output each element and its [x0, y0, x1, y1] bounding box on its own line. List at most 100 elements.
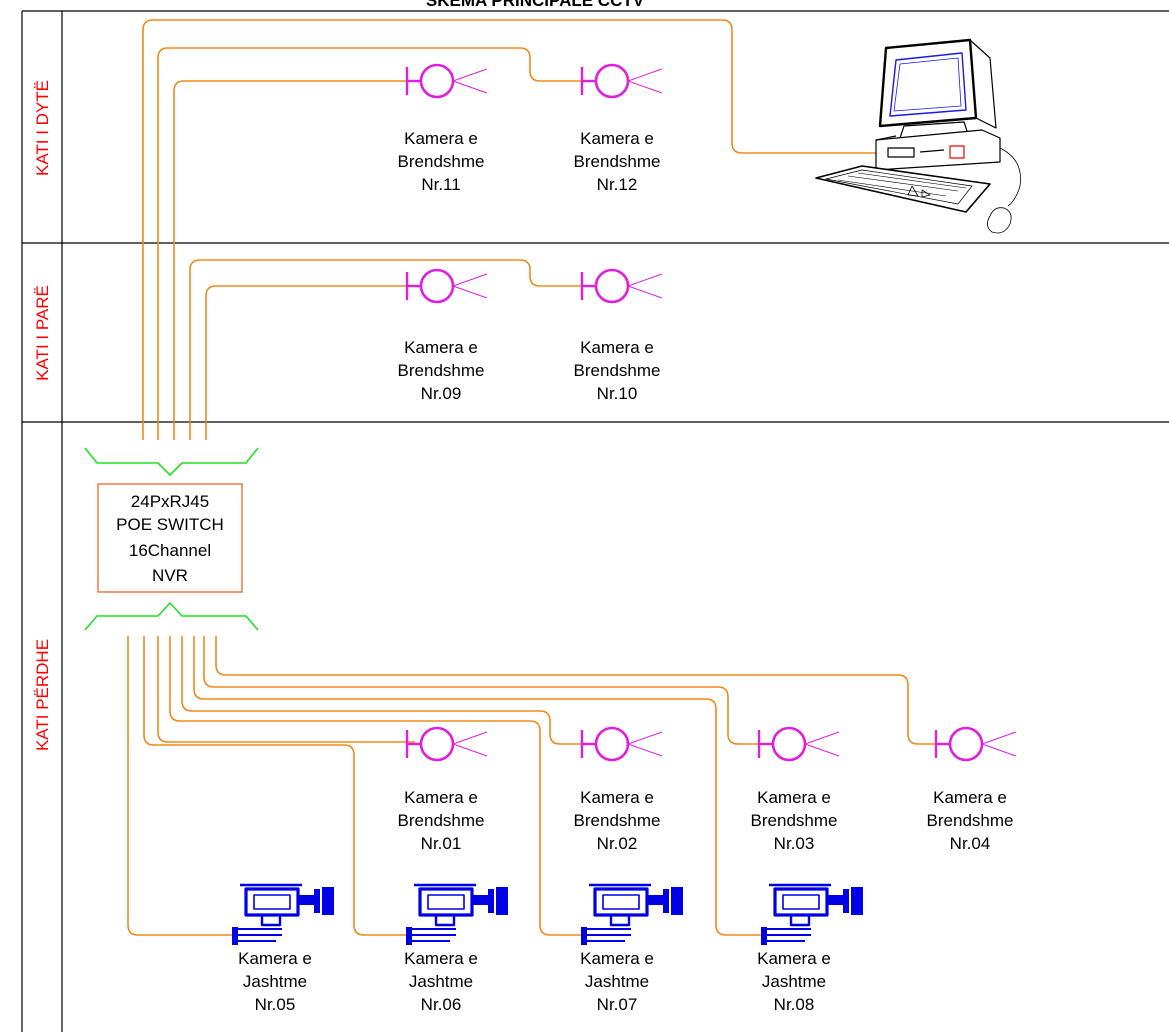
camera-label-line: Brendshme: [574, 152, 661, 171]
camera-wall-plate: [761, 927, 767, 945]
camera-label-line: Kamera e: [238, 949, 312, 968]
camera-label-line: Nr.12: [597, 175, 638, 194]
camera-label-line: Kamera e: [580, 338, 654, 357]
camera-label-line: Brendshme: [398, 811, 485, 830]
cable-to-nr08: [193, 636, 765, 936]
camera-label-line: Kamera e: [757, 788, 831, 807]
camera-view-ray-upper: [627, 273, 663, 287]
floor-label-kati-i-pare: KATI I PARË: [33, 285, 52, 381]
cable-to-nr05: [127, 636, 236, 936]
cable-runs: [127, 19, 944, 936]
camera-label-line: Kamera e: [404, 129, 478, 148]
camera-view-ray-upper: [981, 731, 1017, 745]
cable-to-nr02: [181, 636, 590, 745]
camera-label-line: Kamera e: [404, 338, 478, 357]
camera-lens: [647, 895, 663, 905]
camera-label-line: Nr.09: [421, 384, 462, 403]
camera-dome: [419, 726, 455, 762]
switch-connector-top: [84, 447, 259, 477]
camera-label-line: Nr.04: [950, 834, 991, 853]
cable-to-nr10: [189, 259, 590, 440]
camera-wall-plate: [232, 927, 238, 945]
camera-lens: [298, 895, 314, 905]
camera-label-line: Nr.02: [597, 834, 638, 853]
monitor-side: [969, 39, 997, 129]
camera-label-line: Kamera e: [933, 788, 1007, 807]
camera-dome: [948, 726, 984, 762]
camera-label-line: Kamera e: [404, 949, 478, 968]
camera-label-line: Brendshme: [398, 152, 485, 171]
switch-label-line-4: NVR: [152, 566, 188, 585]
camera-view-ray-upper: [627, 68, 663, 82]
camera-label-line: Brendshme: [574, 811, 661, 830]
floppy-drive: [887, 147, 915, 158]
camera-bracket: [609, 915, 631, 927]
camera-lens-ring: [488, 889, 494, 913]
switch-label-line-2: POE SWITCH: [116, 515, 224, 534]
camera-lens-ring: [663, 889, 669, 913]
camera-housing-inner: [782, 894, 820, 910]
camera-dome: [419, 63, 455, 99]
camera-view-ray-upper: [452, 731, 488, 745]
camera-bracket: [434, 915, 456, 927]
mouse-cable: [999, 147, 1021, 207]
cable-to-nr09: [205, 285, 415, 440]
camera-label-line: Jashtme: [762, 972, 826, 991]
monitor-screen: [889, 52, 967, 117]
camera-label-line: Kamera e: [580, 129, 654, 148]
camera-bracket: [260, 915, 282, 927]
camera-lens: [472, 895, 488, 905]
camera-view-ray-lower: [452, 285, 488, 299]
camera-label-line: Brendshme: [751, 811, 838, 830]
camera-label-line: Jashtme: [409, 972, 473, 991]
switch-label-line-1: 24PxRJ45: [131, 492, 209, 511]
camera-label-line: Nr.05: [255, 995, 296, 1014]
cable-to-nr06: [143, 636, 410, 936]
camera-dome: [771, 726, 807, 762]
camera-front: [322, 887, 334, 915]
computer-workstation-icon: [815, 38, 1021, 234]
camera-housing-inner: [602, 894, 640, 910]
keyboard: [815, 165, 991, 213]
camera-dome: [419, 268, 455, 304]
camera-label-line: Nr.08: [774, 995, 815, 1014]
diagram-title: SKEMA PRINCIPALE CCTV: [426, 0, 645, 10]
camera-lens: [827, 895, 843, 905]
switch-connectors: [84, 447, 259, 631]
camera-front: [496, 887, 508, 915]
camera-view-ray-upper: [804, 731, 840, 745]
floor-label-kati-i-dyte: KATI I DYTË: [33, 80, 52, 176]
camera-label-line: Nr.01: [421, 834, 462, 853]
camera-label-line: Kamera e: [757, 949, 831, 968]
floor-frame: [21, 10, 1169, 1032]
switch-connector-bottom: [84, 601, 259, 631]
camera-view-ray-upper: [627, 731, 663, 745]
camera-view-ray-upper: [452, 273, 488, 287]
camera-lens-ring: [843, 889, 849, 913]
cable-to-nr11: [173, 80, 415, 440]
cable-to-nr03: [203, 636, 767, 745]
camera-label-line: Brendshme: [927, 811, 1014, 830]
camera-label-line: Kamera e: [580, 949, 654, 968]
switch-box: [97, 483, 243, 593]
camera-label-line: Kamera e: [580, 788, 654, 807]
mouse: [987, 207, 1012, 234]
camera-lens-ring: [314, 889, 320, 913]
camera-label-line: Brendshme: [398, 361, 485, 380]
